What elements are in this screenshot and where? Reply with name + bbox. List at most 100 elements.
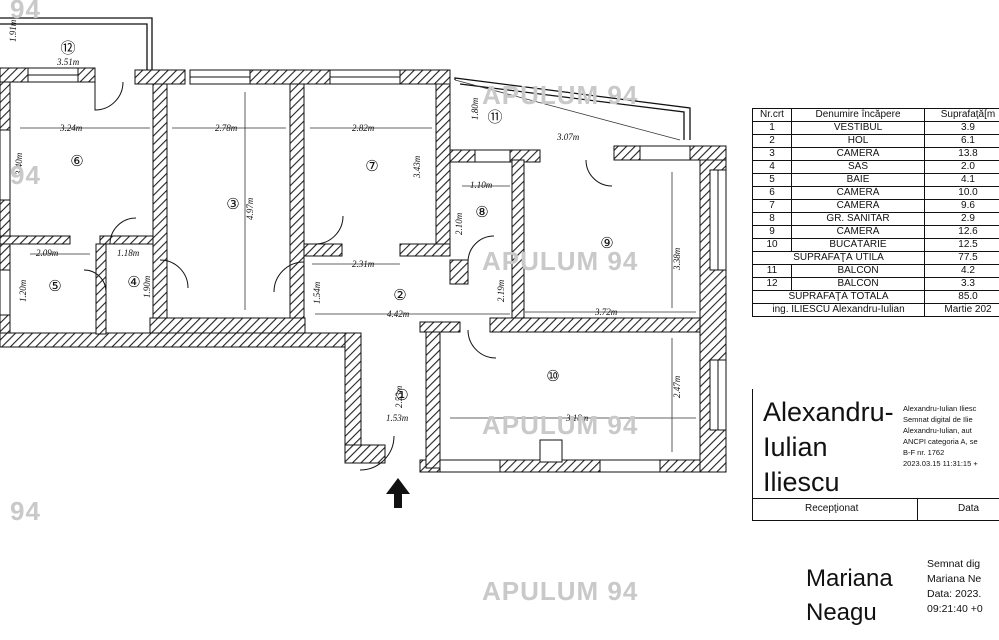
dim-label: 2.82m bbox=[352, 123, 375, 133]
dim-label: 1.18m bbox=[117, 248, 140, 258]
cell: 2.0 bbox=[924, 160, 999, 174]
cell: 4.1 bbox=[924, 173, 999, 187]
cell: 12.5 bbox=[924, 238, 999, 252]
cell: 3.9 bbox=[924, 121, 999, 135]
column-header: Suprafaţă[m bbox=[924, 108, 999, 122]
cell: BALCON bbox=[791, 264, 925, 278]
cell: 4.2 bbox=[924, 264, 999, 278]
dim-label: 2.78m bbox=[215, 123, 238, 133]
room-number: ⑦ bbox=[365, 157, 378, 175]
cell: 10.0 bbox=[924, 186, 999, 200]
room-number: ⑨ bbox=[600, 234, 613, 252]
dim-label: 3.24m bbox=[59, 123, 83, 133]
cell: CAMERĂ bbox=[791, 225, 925, 239]
cell: 8 bbox=[752, 212, 792, 226]
dimension-labels: 3.51m 1.91m 3.24m 3.40m 2.78m 4.97m 2.82… bbox=[8, 19, 682, 423]
cell: 85.0 bbox=[924, 290, 999, 304]
watermark: APULUM 94 bbox=[482, 576, 639, 606]
column-header: Denumire încăpere bbox=[791, 108, 925, 122]
dim-label: 2.10m bbox=[454, 212, 464, 235]
cell: 1 bbox=[752, 121, 792, 135]
cell: 3 bbox=[752, 147, 792, 161]
entrance-arrow-icon bbox=[386, 478, 410, 508]
cell: 7 bbox=[752, 199, 792, 213]
signature-details: Alexandru-Iulian Iliesc Semnat digital d… bbox=[903, 404, 978, 468]
signer-name: Mariana Neagu bbox=[806, 565, 893, 626]
dim-label: 3.07m bbox=[556, 132, 580, 142]
floor-plan: 3.51m 1.91m 3.24m 3.40m 2.78m 4.97m 2.82… bbox=[0, 17, 727, 508]
watermark: APULUM 94 bbox=[482, 410, 639, 440]
cell: 9 bbox=[752, 225, 792, 239]
room-number: ① bbox=[395, 386, 408, 404]
doors bbox=[83, 81, 613, 471]
cell: 2.9 bbox=[924, 212, 999, 226]
cell: CAMERĂ bbox=[791, 186, 925, 200]
dimension-lines bbox=[20, 79, 696, 452]
cell: 5 bbox=[752, 173, 792, 187]
cell: 77.5 bbox=[924, 251, 999, 265]
room-number: ⑪ bbox=[487, 108, 502, 126]
cell: 12 bbox=[752, 277, 792, 291]
dim-label: 1.20m bbox=[18, 279, 28, 302]
dim-label: 2.31m bbox=[352, 259, 375, 269]
cell: SAS bbox=[791, 160, 925, 174]
cell: GR. SANITAR bbox=[791, 212, 925, 226]
dim-label: 2.47m bbox=[672, 375, 682, 398]
cell: 13.8 bbox=[924, 147, 999, 161]
cell: 6 bbox=[752, 186, 792, 200]
column-header: Nr.crt bbox=[752, 108, 792, 122]
cell: CAMERĂ bbox=[791, 147, 925, 161]
balcony-11 bbox=[454, 77, 691, 140]
cell: Martie 202 bbox=[924, 303, 999, 317]
watermark: APULUM 94 bbox=[482, 246, 639, 276]
cell: 9.6 bbox=[924, 199, 999, 213]
room-number: ⑫ bbox=[60, 39, 75, 57]
cell: 2 bbox=[752, 134, 792, 148]
dim-label: 1.91m bbox=[8, 19, 18, 42]
dim-label: 3.38m bbox=[672, 247, 682, 271]
dim-label: 1.10m bbox=[470, 180, 493, 190]
dim-label: 1.54m bbox=[312, 281, 322, 304]
dim-label: 1.90m bbox=[142, 275, 152, 298]
cell: 12.6 bbox=[924, 225, 999, 239]
balcony-12 bbox=[0, 17, 153, 70]
cell: 11 bbox=[752, 264, 792, 278]
watermark: 94 bbox=[10, 496, 41, 526]
dim-label: 1.80m bbox=[470, 97, 480, 120]
dim-label: 3.18m bbox=[565, 413, 589, 423]
dim-label: 1.53m bbox=[386, 413, 409, 423]
cell: 6.1 bbox=[924, 134, 999, 148]
watermark: 94 bbox=[10, 0, 41, 24]
windows bbox=[0, 67, 727, 473]
dim-label: 4.97m bbox=[245, 197, 255, 220]
room-number: ⑤ bbox=[48, 277, 61, 295]
dim-label: 3.43m bbox=[412, 155, 422, 179]
dim-label: 2.19m bbox=[496, 279, 506, 302]
room-number: ⑩ bbox=[546, 367, 559, 385]
cell: HOL bbox=[791, 134, 925, 148]
signer-name: Alexandru- Iulian Iliescu bbox=[763, 397, 894, 497]
cell: CAMERĂ bbox=[791, 199, 925, 213]
cell: VESTIBUL bbox=[791, 121, 925, 135]
room-number: ③ bbox=[226, 195, 239, 213]
room-number: ⑧ bbox=[475, 203, 488, 221]
dim-label: 2.53m bbox=[394, 385, 404, 408]
dim-label: 2.09m bbox=[36, 248, 59, 258]
signature-details: Semnat dig Mariana Ne Data: 2023. 09:21:… bbox=[927, 558, 983, 615]
cell: 10 bbox=[752, 238, 792, 252]
table-header: Nr.crt Denumire încăpere Suprafaţă[m bbox=[752, 108, 999, 122]
dim-label: 4.42m bbox=[387, 309, 410, 319]
room-number: ⑥ bbox=[70, 152, 83, 170]
